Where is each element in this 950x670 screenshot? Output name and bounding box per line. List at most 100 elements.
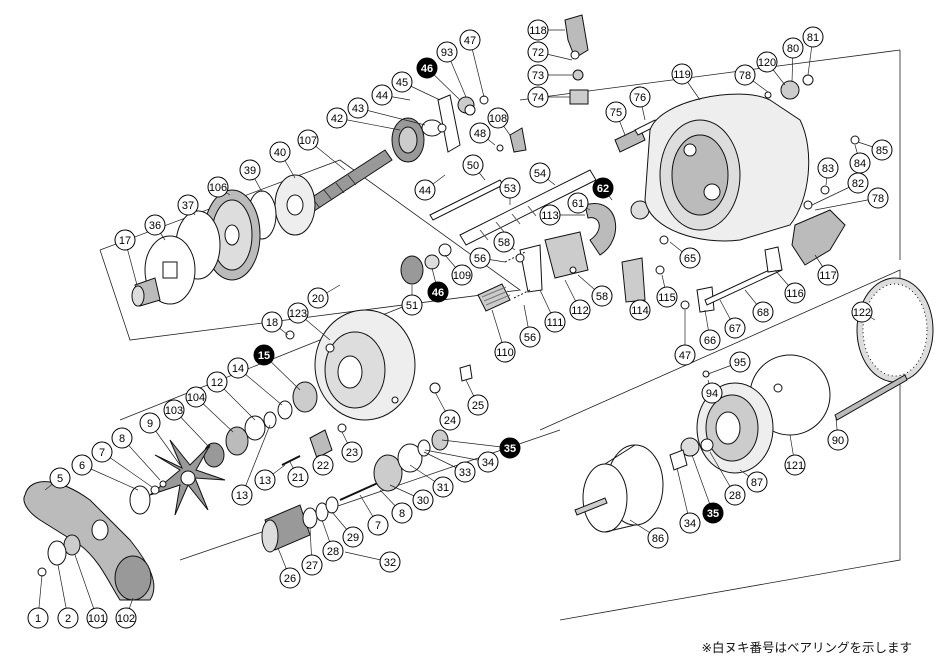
part-label-circle: [539, 204, 561, 226]
part-number-28: 28: [729, 490, 741, 502]
part-label-circle: [71, 454, 93, 476]
part-number-48: 48: [474, 128, 486, 140]
part-number-25: 25: [472, 400, 484, 412]
center-mechanism: [400, 119, 783, 313]
part-number-101: 101: [88, 613, 106, 625]
part-label-circle: [207, 176, 229, 198]
part-number-56: 56: [474, 253, 486, 265]
part-number-29: 29: [347, 532, 359, 544]
leader-line: [357, 107, 426, 126]
part-number-32: 32: [384, 557, 396, 569]
part-label-circle: [144, 214, 166, 236]
part-number-50: 50: [467, 160, 479, 172]
part-81: [802, 74, 814, 86]
spring-56: [513, 289, 531, 299]
part-number-107: 107: [299, 135, 317, 147]
part-number-75: 75: [610, 107, 622, 119]
pawl-56: [519, 244, 543, 293]
part-number-17: 17: [119, 235, 131, 247]
part-number-95: 95: [734, 357, 746, 369]
part-number-111: 111: [547, 317, 564, 329]
part-number-34: 34: [482, 457, 494, 469]
bearing-46-mid: [424, 254, 440, 270]
part-label-circle: [287, 302, 309, 324]
part-13a: [263, 411, 277, 429]
part-number-65: 65: [684, 253, 696, 265]
leader-line: [241, 424, 271, 496]
ring-31: [397, 443, 423, 473]
part-label-circle: [297, 129, 319, 151]
part-label-circle: [671, 63, 693, 85]
part-number-47: 47: [679, 350, 691, 362]
worm-shaft-54: [459, 169, 597, 246]
part-number-81: 81: [807, 32, 819, 44]
part-label-circle: [227, 357, 249, 379]
part-number-80: 80: [787, 43, 799, 55]
screw-18: [285, 330, 295, 340]
part-label-circle: [529, 162, 551, 184]
part-number-84: 84: [854, 158, 866, 170]
part-number-94: 94: [706, 388, 718, 400]
leader-line: [424, 449, 489, 463]
part-number-20: 20: [312, 293, 324, 305]
bearing-label-circle: [702, 502, 724, 524]
yoke-plate-45: [437, 94, 461, 153]
part-label-circle: [177, 194, 199, 216]
part-number-2: 2: [65, 613, 71, 625]
part-number-12: 12: [211, 377, 223, 389]
part-label-circle: [347, 97, 369, 119]
part-label-circle: [827, 429, 849, 451]
part-label-circle: [279, 567, 301, 589]
ring-47-mid: [680, 300, 690, 310]
part-number-7: 7: [375, 520, 381, 532]
part-number-86: 86: [652, 533, 664, 545]
part-number-117: 117: [819, 270, 837, 282]
bearing-30: [373, 454, 403, 492]
part-label-circle: [493, 231, 515, 253]
part-number-30: 30: [417, 495, 429, 507]
part-label-circle: [451, 264, 473, 286]
part-label-circle: [454, 461, 476, 483]
screw-83: [820, 185, 830, 195]
part-label-circle: [871, 139, 893, 161]
bearing-80: [780, 80, 800, 100]
part-number-106: 106: [209, 182, 227, 194]
part-93: [464, 104, 476, 116]
part-number-27: 27: [306, 560, 318, 572]
part-number-7: 7: [99, 447, 105, 459]
part-label-circle: [724, 317, 746, 339]
part-label-circle: [527, 41, 549, 63]
part-47-top: [479, 95, 489, 105]
part-number-51: 51: [406, 300, 418, 312]
part-label-circle: [27, 607, 49, 629]
leader-line: [814, 197, 879, 211]
part-number-93: 93: [441, 47, 453, 59]
part-number-22: 22: [317, 460, 329, 472]
part-number-6: 6: [79, 460, 85, 472]
part-label-circle: [111, 427, 133, 449]
part-label-circle: [569, 299, 591, 321]
handle-117: [791, 209, 846, 266]
part-number-9: 9: [147, 418, 153, 430]
part-label-circle: [367, 514, 389, 536]
part-number-5: 5: [57, 473, 63, 485]
part-78-top: [764, 91, 772, 99]
part-number-116: 116: [786, 288, 804, 300]
clip-108: [509, 127, 527, 153]
part-label-circle: [312, 454, 334, 476]
part-23: [337, 423, 347, 433]
part-number-1: 1: [35, 613, 41, 625]
bearing-label-circle: [253, 344, 275, 366]
part-number-31: 31: [437, 482, 449, 494]
screw-1: [37, 567, 47, 577]
nut-104: [225, 426, 249, 456]
part-label-circle: [527, 64, 549, 86]
part-number-113: 113: [541, 210, 559, 222]
block-112: [544, 231, 589, 279]
part-84: [850, 135, 860, 145]
part-label-circle: [432, 476, 454, 498]
part-number-28: 28: [327, 546, 339, 558]
clamp-118: [564, 14, 589, 59]
part-number-108: 108: [489, 113, 507, 125]
